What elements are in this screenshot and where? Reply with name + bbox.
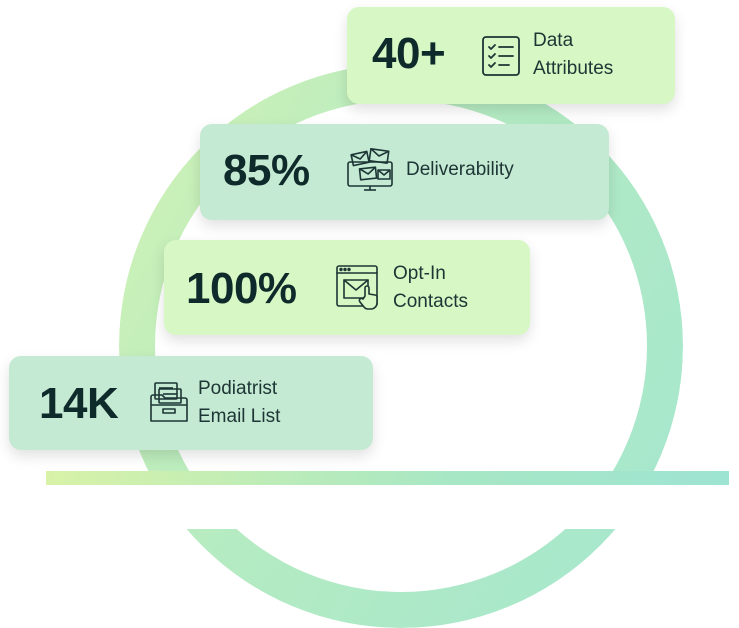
stat-label: Podiatrist Email List <box>198 375 280 431</box>
checklist-icon <box>481 35 521 77</box>
stat-label: Deliverability <box>406 156 514 184</box>
stat-label: Opt-In Contacts <box>393 260 468 316</box>
gradient-baseline <box>46 471 729 485</box>
stat-label-line1: Data <box>533 30 574 51</box>
email-click-icon <box>335 264 383 314</box>
stat-label-line1: Podiatrist <box>198 378 278 399</box>
stat-card-opt-in: 100% Opt-In Contacts <box>164 240 530 335</box>
stat-card-podiatrist-list: 14K Podiatrist Email List <box>9 356 373 450</box>
stat-value: 85% <box>223 146 310 195</box>
folder-files-icon <box>149 381 189 423</box>
stat-value: 100% <box>186 264 297 313</box>
stat-value: 40+ <box>372 29 446 78</box>
stat-card-data-attributes: 40+ Data Attributes <box>347 7 675 104</box>
stat-value: 14K <box>39 379 119 428</box>
stat-label-line1: Deliverability <box>406 159 514 180</box>
stat-label-line1: Opt-In <box>393 263 446 284</box>
arc-cover <box>0 485 739 529</box>
stat-label-line2: Email List <box>198 406 281 427</box>
stat-card-deliverability: 85% Deliverability <box>200 124 609 220</box>
stat-label-line2: Attributes <box>533 58 614 79</box>
stat-label-line2: Contacts <box>393 291 468 312</box>
stat-label: Data Attributes <box>533 27 613 83</box>
envelopes-monitor-icon <box>346 148 394 194</box>
